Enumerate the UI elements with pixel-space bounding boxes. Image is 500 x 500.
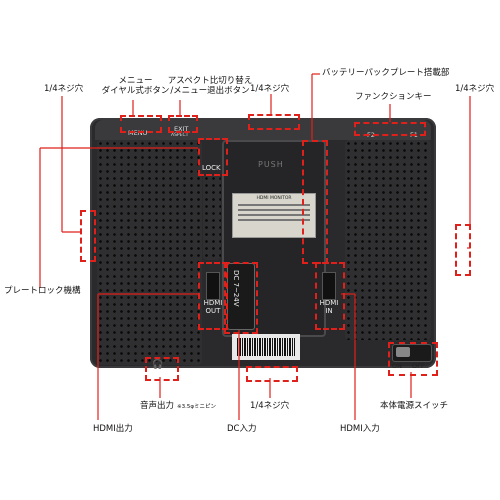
- aspect-button-label: ASPECT: [171, 133, 189, 138]
- hdmi-in-label: HDMI IN: [319, 299, 339, 315]
- label-audio-note: ※3.5φミニピン: [177, 404, 216, 410]
- label-power-switch: 本体電源スイッチ: [380, 401, 449, 411]
- label-dc-in: DC入力: [227, 424, 257, 434]
- sticker-title: HDMI MONITOR: [256, 196, 292, 201]
- vent-grille-center-left: [203, 175, 221, 260]
- callout-box-right-screw: [455, 224, 471, 276]
- label-function-keys: ファンクションキー: [355, 92, 432, 102]
- monitor-top-edge: [95, 120, 431, 140]
- label-menu-dial: メニュー ダイヤル式ボタン: [101, 76, 170, 97]
- hdmi-out-port: [206, 272, 220, 300]
- label-battery-plate: バッテリーパックプレート搭載部: [322, 68, 450, 78]
- label-top-screw: 1/4ネジ穴: [250, 84, 290, 94]
- headphone-icon: 🎧: [152, 360, 164, 370]
- label-aspect-exit: アスペクト比切り替え /メニュー退出ボタン: [167, 76, 253, 97]
- label-hdmi-in: HDMI入力: [340, 424, 380, 434]
- callout-box-left-screw: [80, 210, 96, 262]
- callout-box-menu: [120, 115, 162, 133]
- callout-box-power: [388, 342, 438, 376]
- switch-off-label: OFF: [412, 362, 425, 370]
- dc-input-label: DC 7~24V: [232, 270, 240, 307]
- callout-box-dc: [224, 262, 258, 334]
- callout-box-exit: [168, 115, 198, 133]
- label-bottom-screw: 1/4ネジ穴: [250, 401, 290, 411]
- label-plate-lock: プレートロック機構: [4, 286, 81, 296]
- switch-on-label: ON: [392, 362, 402, 370]
- power-switch-knob[interactable]: [396, 347, 410, 357]
- label-right-screw: 1/4ネジ穴: [455, 84, 495, 94]
- vent-grille-right: [345, 140, 431, 340]
- exit-button[interactable]: EXIT: [174, 125, 189, 133]
- callout-box-hdmi-out: [198, 262, 228, 330]
- push-label: PUSH: [258, 160, 284, 169]
- callout-box-top-screw: [248, 114, 300, 130]
- lock-label: LOCK: [202, 164, 221, 172]
- callout-box-function-keys: [354, 122, 426, 136]
- label-left-screw: 1/4ネジ穴: [44, 84, 84, 94]
- barcode: [237, 338, 295, 356]
- hdmi-in-port: [322, 272, 336, 300]
- callout-box-bottom-screw: [246, 366, 298, 382]
- hdmi-out-label: HDMI OUT: [203, 299, 223, 315]
- vent-grille-left: [97, 140, 202, 365]
- callout-box-hdmi-in: [315, 262, 345, 330]
- dc-input-port: [227, 263, 255, 330]
- callout-box-lock: [198, 138, 228, 176]
- callout-box-headphone: [145, 357, 179, 381]
- label-audio-out: 音声出力※3.5φミニピン: [140, 401, 216, 411]
- label-hdmi-out: HDMI出力: [93, 424, 133, 434]
- menu-button[interactable]: MENU: [128, 129, 148, 137]
